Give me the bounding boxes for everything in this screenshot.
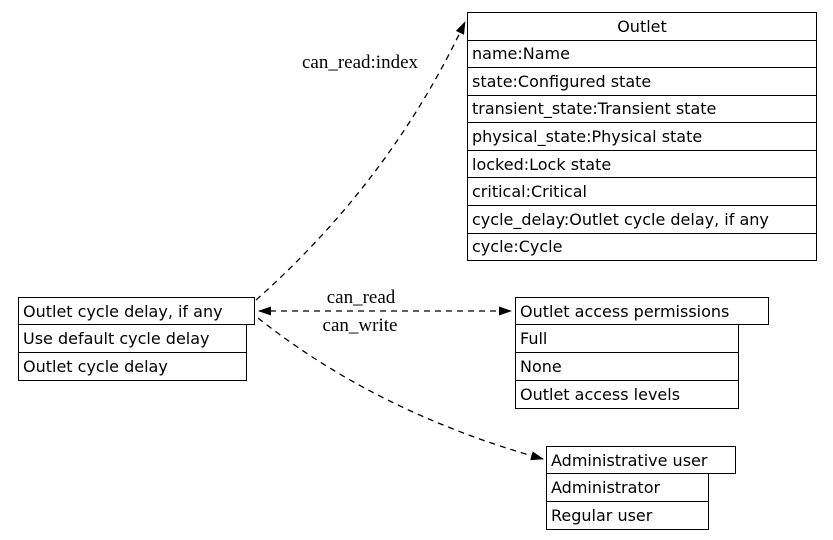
cycle-delay-option-row: Use default cycle delay <box>23 329 210 348</box>
outlet-field-row: state:Configured state <box>468 67 816 95</box>
access-permissions-row: Full <box>520 329 548 348</box>
edge-to-administrative-user <box>257 317 544 461</box>
outlet-field-row: locked:Lock state <box>468 149 816 178</box>
outlet-field-row: critical:Critical <box>468 177 816 205</box>
edge-label-can-write: can_write <box>322 315 398 336</box>
cycle-delay-property-body: Use default cycle delay Outlet cycle del… <box>18 324 247 381</box>
outlet-field-row: transient_state:Transient state <box>468 94 816 123</box>
cycle-delay-property-title: Outlet cycle delay, if any <box>18 297 255 325</box>
outlet-field-row: name:Name <box>468 39 816 68</box>
administrative-user-body: Administrator Regular user <box>546 473 709 530</box>
access-permissions-title: Outlet access permissions <box>515 297 769 325</box>
outlet-field-row: cycle:Cycle <box>468 232 816 261</box>
administrative-user-row: Regular user <box>547 501 708 529</box>
outlet-class-box: Outlet name:Name state:Configured state … <box>467 12 817 261</box>
edge-label-can-read: can_read <box>326 287 396 308</box>
access-permissions-row: Outlet access levels <box>516 380 738 408</box>
outlet-field-row: physical_state:Physical state <box>468 122 816 150</box>
edge-can-read-index <box>255 21 466 301</box>
administrative-user-row: Administrator <box>551 478 661 497</box>
cycle-delay-option-row: Outlet cycle delay <box>19 352 246 380</box>
administrative-user-title: Administrative user <box>546 446 736 474</box>
outlet-field-row: cycle_delay:Outlet cycle delay, if any <box>468 204 816 233</box>
edge-label-can-read-index: can_read:index <box>301 52 419 73</box>
access-permissions-body: Full None Outlet access levels <box>515 324 739 409</box>
outlet-class-title: Outlet <box>617 16 667 36</box>
access-permissions-row: None <box>516 352 738 380</box>
